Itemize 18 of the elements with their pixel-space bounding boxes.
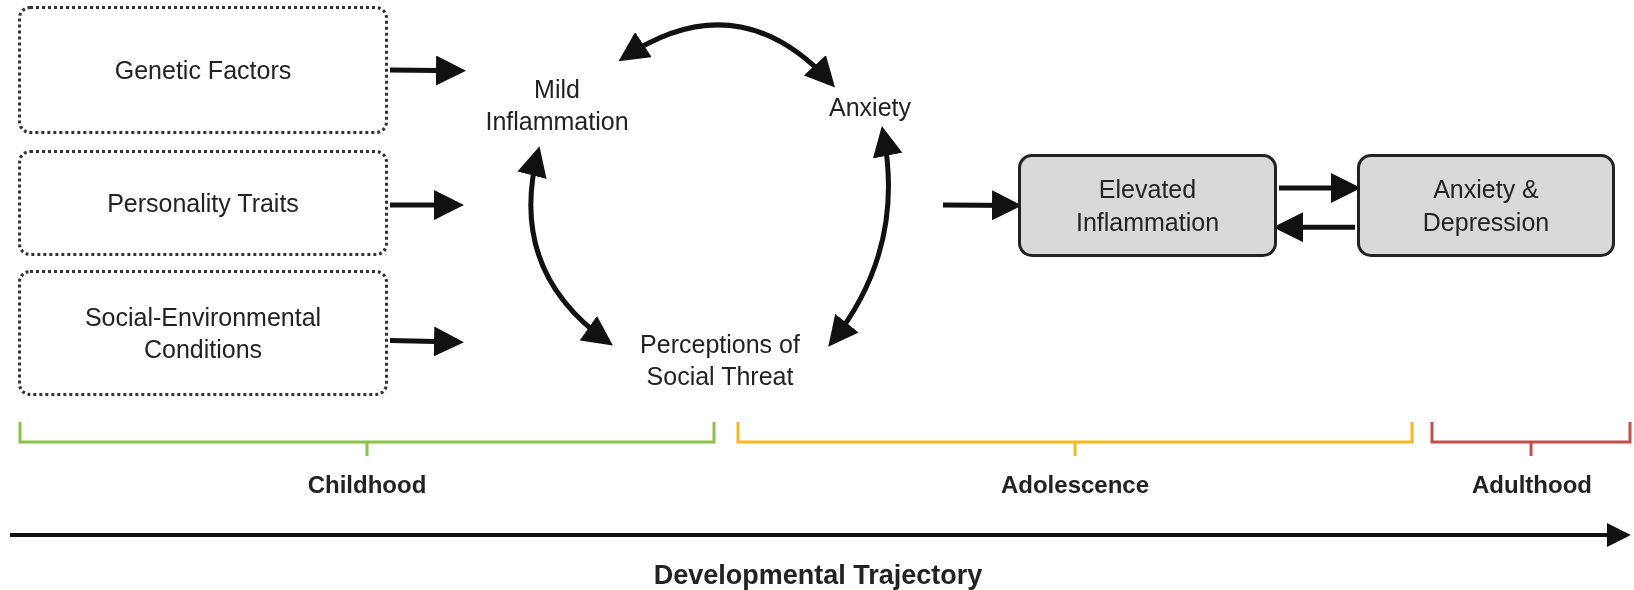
arrow: [618, 22, 836, 88]
arrow: [390, 190, 464, 221]
cycle-text: Anxiety: [805, 85, 935, 130]
factor-box: Genetic Factors: [18, 6, 388, 134]
outcome-box: Elevated Inflammation: [1018, 154, 1277, 257]
stage-label: Adulthood: [1472, 471, 1592, 499]
arrow: [828, 126, 902, 347]
cycle-text: Mild Inflammation: [462, 60, 652, 150]
outcome-box: Anxiety & Depression: [1357, 154, 1615, 257]
arrow: [518, 146, 613, 346]
stage-label: Adolescence: [1000, 471, 1150, 499]
stage-label: Childhood: [307, 471, 427, 499]
axis-label: Developmental Trajectory: [653, 560, 983, 590]
cycle-text: Perceptions of Social Threat: [610, 315, 830, 405]
factor-box: Social-Environmental Conditions: [18, 270, 388, 396]
arrow: [389, 55, 466, 86]
arrow: [389, 326, 464, 357]
factor-box: Personality Traits: [18, 150, 388, 256]
